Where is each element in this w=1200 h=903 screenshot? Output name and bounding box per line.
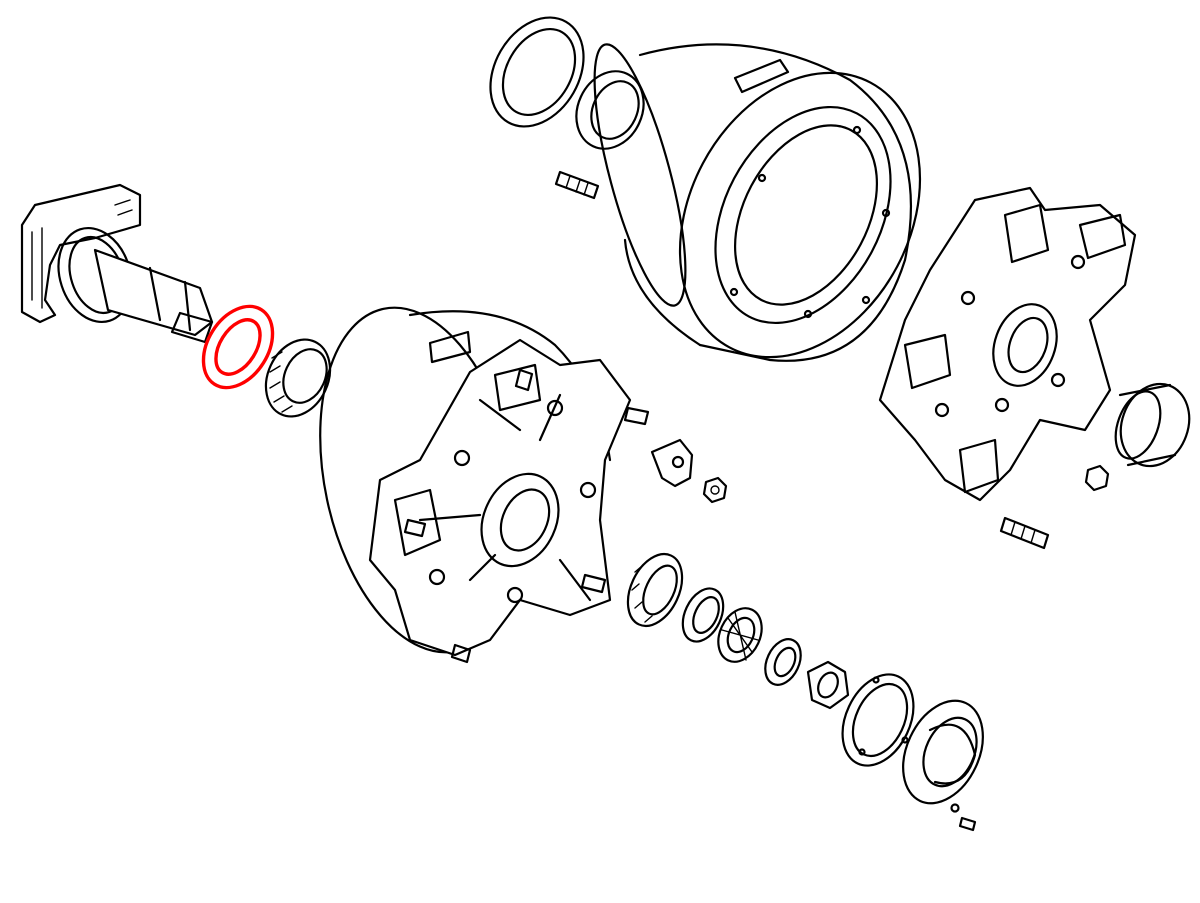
right-bearing-cup	[1114, 382, 1191, 468]
wheel-hub	[319, 306, 632, 657]
hub-cap-gasket	[841, 673, 915, 767]
flat-washer	[764, 638, 802, 686]
drum-stud	[554, 170, 600, 200]
spindle-shaft	[93, 248, 214, 344]
outer-bearing-cone	[626, 552, 684, 628]
hub-studs	[403, 368, 650, 664]
grease-seal-outer	[201, 304, 275, 390]
right-nut	[1084, 464, 1110, 492]
clamp-nut	[702, 476, 728, 504]
roller-washer	[717, 607, 763, 663]
grease-seal[interactable]	[189, 294, 287, 400]
right-hub	[878, 186, 1137, 502]
brake-drum	[593, 43, 922, 362]
wheel-clamp	[650, 438, 694, 488]
hub-cap	[902, 699, 984, 805]
cap-screws	[950, 803, 977, 832]
drum-bearing-cup	[575, 70, 645, 150]
drum-seal-ring	[489, 16, 585, 128]
spindle-flange	[20, 183, 142, 324]
right-stud	[999, 516, 1050, 550]
grease-seal-inner	[214, 318, 262, 376]
lock-ring	[681, 587, 725, 643]
inner-bearing-cone	[264, 338, 332, 418]
spindle-nut	[806, 660, 850, 710]
